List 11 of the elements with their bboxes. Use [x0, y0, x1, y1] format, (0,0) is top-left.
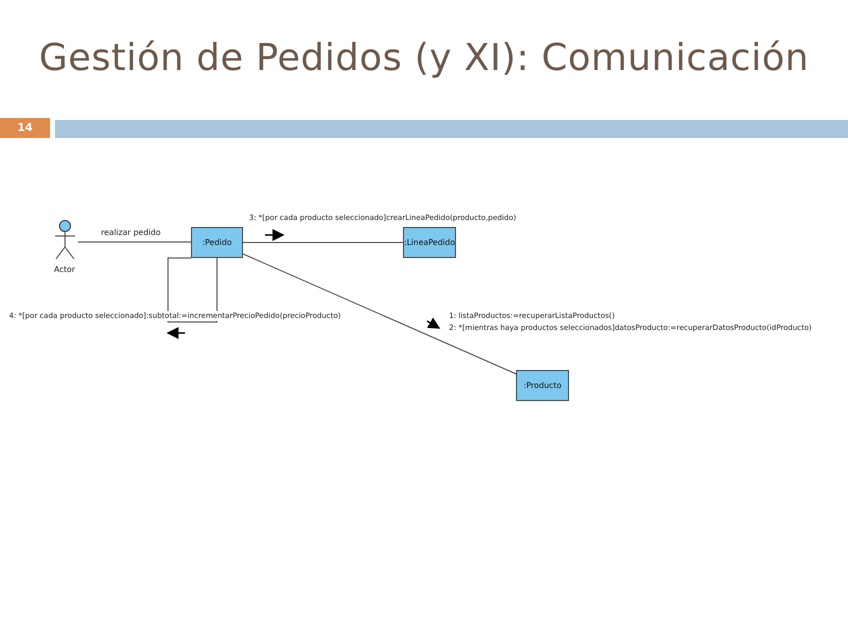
self-link	[168, 258, 218, 322]
link-line	[242, 242, 404, 243]
object-box: :Pedido	[191, 227, 243, 258]
actor-figure	[54, 220, 76, 260]
message-label: realizar pedido	[100, 228, 162, 238]
actor-label: Actor	[53, 265, 76, 275]
object-box: :Producto	[516, 370, 569, 401]
object-box: :LineaPedido	[403, 227, 456, 258]
link-line	[242, 253, 516, 374]
page-number: 14	[0, 118, 50, 138]
slide-title: Gestión de Pedidos (y XI): Comunicación	[38, 36, 810, 79]
